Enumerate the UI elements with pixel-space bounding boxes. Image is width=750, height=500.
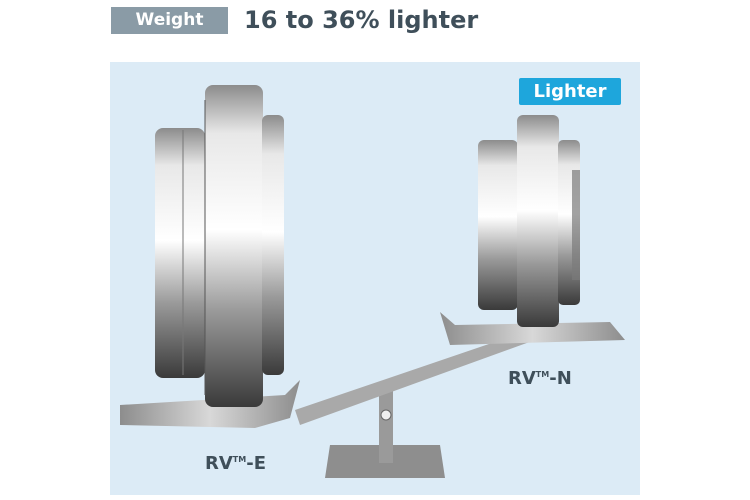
pivot: [380, 409, 392, 421]
right-pan: [440, 312, 625, 345]
label-suffix: -N: [549, 368, 572, 389]
trademark: TM: [232, 455, 247, 464]
label-rv-e: RVTM-E: [205, 453, 266, 474]
beam: [295, 330, 535, 425]
weight-tag: Weight: [111, 7, 228, 34]
left-reducer: [155, 85, 284, 407]
label-prefix: RV: [508, 368, 536, 389]
label-prefix: RV: [205, 453, 233, 474]
label-suffix: -E: [246, 453, 266, 474]
label-rv-n: RVTM-N: [508, 368, 572, 389]
lighter-badge: Lighter: [519, 78, 621, 105]
headline: 16 to 36% lighter: [244, 6, 479, 34]
trademark: TM: [535, 370, 550, 379]
stand: [325, 385, 445, 478]
right-reducer: [478, 115, 580, 327]
